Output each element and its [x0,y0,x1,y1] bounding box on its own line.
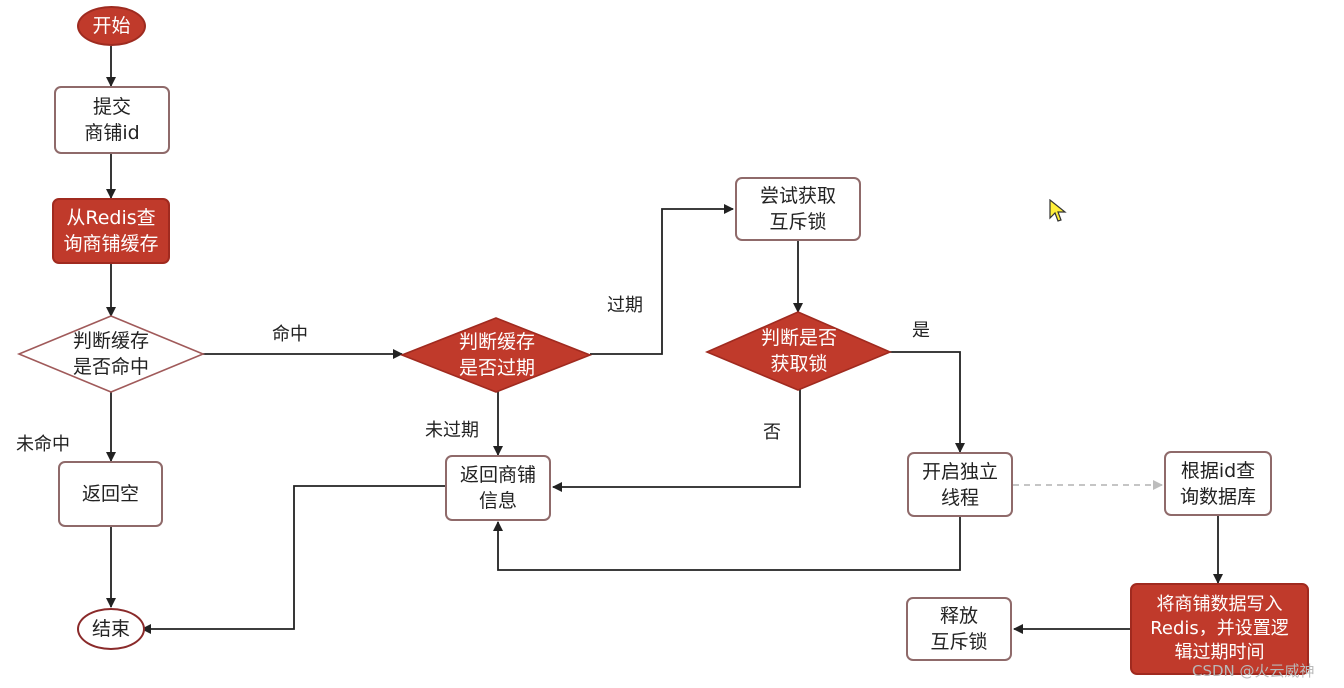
edge-thread-returninfo [493,517,961,571]
start-node: 开始 [77,6,146,46]
edge-label-yes: 是 [912,320,930,341]
check-cache-expired-diamond: 判断缓存 是否过期 [458,331,535,379]
edge-returninfo-end [141,485,445,634]
write-redis-node: 将商铺数据写入 Redis，并设置逻 辑过期时间 [1130,583,1309,675]
edge-checkexpired-trylock [590,204,734,355]
edge-checklock-thread [890,351,965,453]
release-mutex-node: 释放 互斥锁 [906,597,1012,661]
end-node: 结束 [77,608,145,650]
open-thread-node: 开启独立 线程 [907,452,1013,517]
edge-checklock-returninfo [552,389,801,492]
edge-label-not-expired: 未过期 [425,420,479,441]
check-hit-diamond-shape [16,315,206,393]
query-db-node: 根据id查 询数据库 [1164,451,1272,516]
return-shop-info-node: 返回商铺 信息 [445,455,551,521]
return-null-node: 返回空 [58,461,163,527]
mouse-pointer-icon [1049,199,1067,222]
submit-shop-id-node: 提交 商铺id [54,86,170,154]
check-lock-acquired-diamond: 判断是否 获取锁 [760,327,837,375]
check-lock-diamond-shape [704,311,893,391]
edge-label-miss: 未命中 [16,434,70,455]
query-redis-cache-node: 从Redis查 询商铺缓存 [52,198,170,264]
watermark: CSDN @火云威神 [1192,662,1315,680]
check-cache-hit-diamond: 判断缓存 是否命中 [72,330,149,378]
edge-label-expired: 过期 [607,295,643,316]
try-get-mutex-node: 尝试获取 互斥锁 [735,177,861,241]
edge-label-hit: 命中 [272,324,308,345]
edge-label-no: 否 [763,422,781,443]
check-expired-diamond-shape [399,317,593,393]
